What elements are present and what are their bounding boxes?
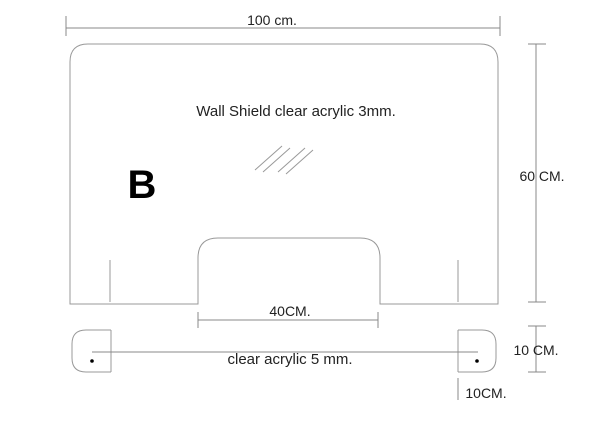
panel-letter: B	[128, 163, 157, 207]
right-foot-dot	[475, 359, 479, 363]
shield-panel-outline	[69, 43, 499, 305]
width-dimension: 100 cm.	[65, 12, 501, 36]
glare-marks	[254, 145, 314, 175]
width-label: 100 cm.	[247, 12, 297, 28]
right-foot-outline	[458, 329, 497, 373]
height-dimension: 60 CM.	[519, 43, 565, 303]
foot-height-label: 10 CM.	[513, 342, 558, 358]
height-label: 60 CM.	[519, 168, 564, 184]
panel-description: Wall Shield clear acrylic 3mm.	[196, 103, 396, 120]
left-foot-dot	[90, 359, 94, 363]
cutout-dimension: 40CM.	[197, 303, 379, 328]
foot-height-dimension: 10 CM.	[513, 325, 559, 373]
base-description: clear acrylic 5 mm.	[227, 351, 352, 368]
foot-width-label: 10CM.	[465, 385, 506, 401]
left-foot-outline	[71, 329, 111, 373]
base-feet: clear acrylic 5 mm.	[71, 329, 497, 373]
foot-width-dimension: 10CM.	[457, 378, 507, 401]
cutout-label: 40CM.	[269, 303, 310, 319]
